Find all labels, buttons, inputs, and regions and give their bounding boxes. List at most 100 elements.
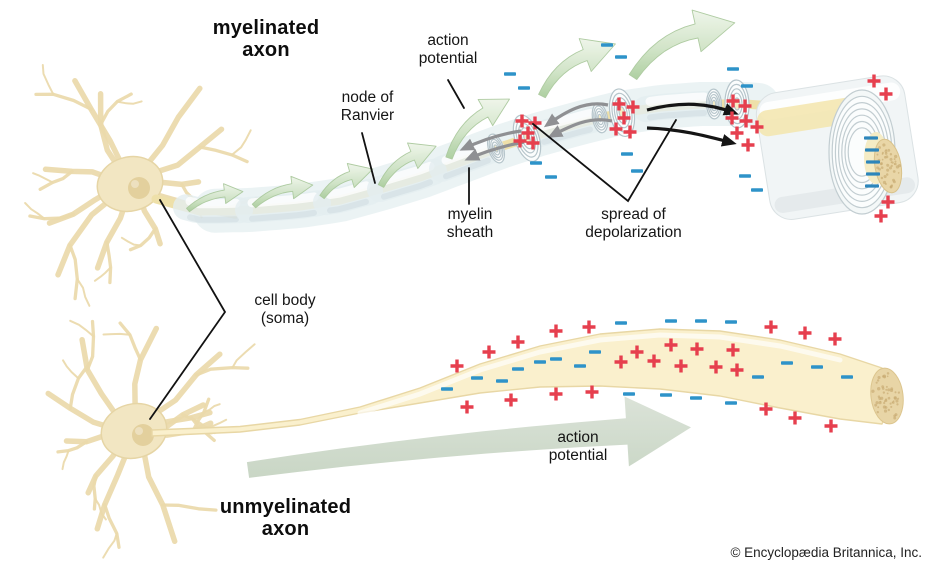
minus-charge	[665, 319, 677, 323]
minus-charge	[574, 364, 586, 368]
cut-face-minus-dash	[866, 172, 880, 176]
plus-charge	[730, 126, 744, 140]
myelin-segment	[173, 194, 253, 224]
minus-charge	[841, 375, 853, 379]
label-cell-body-soma: cell body (soma)	[254, 292, 316, 327]
plus-charge	[725, 111, 739, 125]
plus-charge	[824, 419, 838, 433]
plus-charge	[674, 359, 688, 373]
minus-charge	[751, 188, 763, 192]
minus-charge	[695, 319, 707, 323]
plus-charge	[730, 363, 744, 377]
plus-charge	[528, 116, 542, 130]
plus-charge	[690, 342, 704, 356]
plus-charge	[630, 345, 644, 359]
plus-charge	[741, 138, 755, 152]
plus-charge	[750, 120, 764, 134]
plus-charge	[664, 338, 678, 352]
myelin-segment	[313, 178, 383, 216]
plus-charge	[798, 326, 812, 340]
minus-charge	[615, 55, 627, 59]
plus-charge	[647, 354, 661, 368]
cut-face-minus-dash	[864, 136, 878, 140]
plus-charge	[511, 335, 525, 349]
minus-charge	[811, 365, 823, 369]
neuron-myelinated	[24, 64, 270, 307]
minus-charge	[739, 174, 751, 178]
minus-charge	[601, 43, 613, 47]
plus-charge	[549, 387, 563, 401]
minus-charge	[512, 367, 524, 371]
minus-charge	[496, 379, 508, 383]
plus-charge	[879, 87, 893, 101]
minus-charge	[741, 84, 753, 88]
axon-cut-face	[873, 138, 903, 194]
plus-charge	[739, 114, 753, 128]
minus-charge	[615, 321, 627, 325]
minus-charge	[752, 375, 764, 379]
cut-face-minus-dash	[865, 184, 879, 188]
minus-charge	[550, 357, 562, 361]
minus-charge	[725, 320, 737, 324]
pointer-cell-body	[149, 199, 227, 420]
plus-charge	[515, 114, 529, 128]
minus-charge	[441, 387, 453, 391]
minus-charge	[471, 376, 483, 380]
minus-charge	[631, 169, 643, 173]
action-potential-arrow-unmyelinated	[246, 396, 691, 478]
label-spread-of-depolarization: spread of depolarization	[585, 206, 682, 241]
minus-charge	[545, 175, 557, 179]
plus-charge	[582, 320, 596, 334]
neuron-cells	[24, 64, 270, 559]
myelin-cutaway-cylinder	[755, 75, 919, 220]
plus-charge	[614, 355, 628, 369]
minus-charge	[518, 86, 530, 90]
plus-charge	[764, 320, 778, 334]
plus-charge	[617, 111, 631, 125]
label-action-potential-top: action potential	[418, 32, 478, 67]
minus-charge	[530, 161, 542, 165]
minus-charge	[589, 350, 601, 354]
minus-charge	[623, 392, 635, 396]
plus-charge	[609, 122, 623, 136]
plus-charge	[585, 385, 599, 399]
plus-charge	[626, 100, 640, 114]
plus-charge	[828, 332, 842, 346]
gray-spread-arrow	[547, 118, 613, 138]
minus-charge	[621, 152, 633, 156]
plus-charge	[526, 136, 540, 150]
plus-charge	[460, 400, 474, 414]
pointer-lines	[149, 79, 677, 420]
myelin-segment	[367, 158, 447, 202]
plus-charge	[623, 125, 637, 139]
label-myelin-sheath: myelin sheath	[446, 206, 494, 241]
minus-charge	[727, 67, 739, 71]
plus-charge	[549, 324, 563, 338]
axon-cut-end	[870, 367, 904, 425]
plus-charge	[738, 99, 752, 113]
plus-charge	[504, 393, 518, 407]
plus-charge	[788, 411, 802, 425]
cut-face-minus-dash	[866, 160, 880, 164]
black-spread-arrow	[646, 102, 739, 116]
pointer-spread-of-depolarization	[532, 119, 677, 203]
plus-charge	[709, 360, 723, 374]
plus-charge	[450, 359, 464, 373]
minus-charge	[725, 401, 737, 405]
charge-symbols	[441, 43, 895, 433]
myelin-coil	[705, 88, 723, 120]
myelin-coil	[591, 102, 609, 134]
action-potential-arrows-myelinated	[186, 9, 736, 213]
minus-charge	[534, 360, 546, 364]
plus-charge	[874, 209, 888, 223]
label-node-of-ranvier: node of Ranvier	[340, 89, 395, 124]
minus-charge	[504, 72, 516, 76]
title-unmyelinated-axon: unmyelinated axon	[219, 496, 352, 540]
cut-face-minus-dash	[865, 148, 879, 152]
plus-charge	[881, 195, 895, 209]
label-action-potential-bottom: action potential	[548, 429, 608, 464]
pointer-action-potential-top	[447, 79, 465, 109]
neuron-unmyelinated	[45, 319, 256, 559]
